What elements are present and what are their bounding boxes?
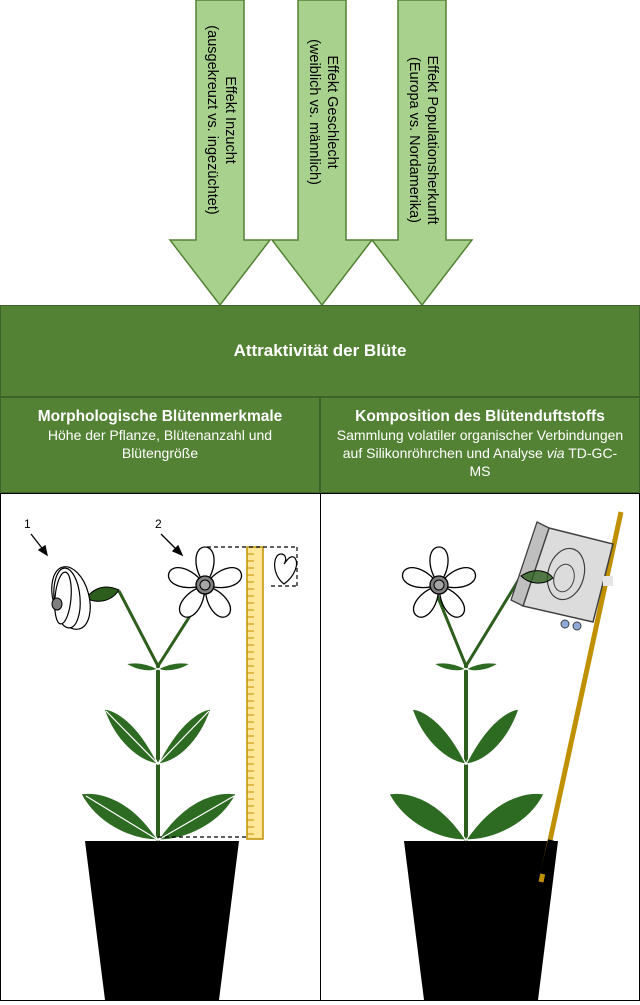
branch-left: [117, 590, 160, 667]
morphology-panel: 1 2: [0, 493, 321, 1001]
leaves-right: [388, 662, 545, 841]
scent-body-italic: via: [546, 445, 565, 461]
leaves: [80, 662, 237, 841]
arrow-origin-line1: Effekt Populationsherkunft: [424, 55, 440, 224]
branch-right-right: [464, 575, 523, 667]
flower-top-view: [167, 546, 243, 618]
scent-body-pre: Sammlung volatiler organischer Verbindun…: [336, 427, 624, 461]
scent-panel: [320, 493, 640, 1001]
marker-2: 2: [155, 517, 162, 531]
ruler: [246, 546, 264, 840]
pot-right: [404, 841, 558, 1000]
pot: [85, 841, 239, 1000]
flower-top-view-right: [401, 546, 477, 618]
arrow-sex-line2: (weiblich vs. männlich): [306, 39, 322, 185]
morphology-box: Morphologische Blütenmerkmale Höhe der P…: [0, 397, 320, 493]
arrow-inbreeding-line2: (ausgekreuzt vs. ingezüchtet): [204, 25, 220, 214]
measure-lines: [158, 546, 298, 838]
arrow-origin: Effekt Populationsherkunft (Europa vs. N…: [370, 0, 474, 307]
arrow-origin-line2: (Europa vs. Nordamerika): [406, 57, 422, 223]
pointer-arrows: [30, 533, 184, 557]
scent-enclosure: [510, 521, 614, 631]
morphology-heading: Morphologische Blütenmerkmale: [37, 408, 283, 425]
flower-side-view: [51, 566, 120, 630]
title-box: Attraktivität der Blüte: [0, 305, 640, 397]
scent-illustration: [388, 511, 624, 1000]
scent-box: Komposition des Blütenduftstoffs Sammlun…: [320, 397, 640, 493]
scent-body: Sammlung volatiler organischer Verbindun…: [321, 426, 639, 480]
branch-right-left: [433, 589, 468, 667]
marker-1: 1: [24, 517, 31, 531]
scent-body-post: TD-GC-MS: [469, 445, 618, 479]
arrow-sex-line1: Effekt Geschlecht: [324, 55, 340, 168]
morphology-body: Höhe der Pflanze, Blütenanzahl und Blüte…: [47, 427, 273, 461]
scent-heading: Komposition des Blütenduftstoffs: [355, 408, 605, 425]
arrow-sex: Effekt Geschlecht (weiblich vs. männlich…: [270, 0, 374, 307]
petal-measure-icon: [274, 553, 298, 585]
arrow-inbreeding: Effekt Inzucht (ausgekreuzt vs. ingezüch…: [168, 0, 272, 307]
effect-arrows: Effekt Inzucht (ausgekreuzt vs. ingezüch…: [168, 0, 474, 307]
arrow-inbreeding-line1: Effekt Inzucht: [222, 76, 238, 164]
sampling-pole: [538, 511, 624, 883]
title-text: Attraktivität der Blüte: [233, 341, 407, 360]
morphology-illustration: 1 2: [24, 517, 298, 1000]
